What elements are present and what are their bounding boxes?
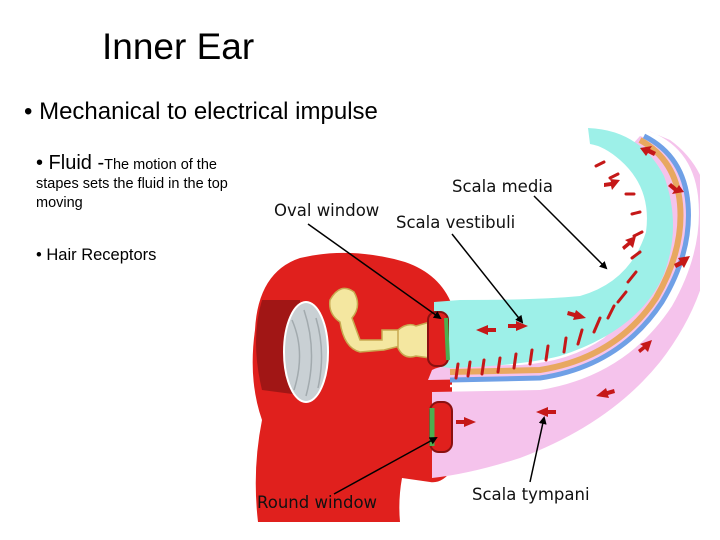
stapes	[397, 321, 431, 359]
inner-ear-diagram: Scala media Oval window Scala vestibuli …	[252, 128, 700, 522]
sub-bullet-fluid: • Fluid -The motion of the stapes sets t…	[36, 152, 246, 213]
sub-bullet-fluid-lead: • Fluid -	[36, 152, 105, 174]
callout-lines	[307, 195, 608, 495]
fluid-arrows-tympani	[456, 146, 690, 427]
label-round-window: Round window	[257, 493, 377, 512]
label-oval-window: Oval window	[274, 201, 379, 220]
label-scala-media: Scala media	[452, 177, 553, 196]
label-scala-vestibuli: Scala vestibuli	[396, 213, 515, 232]
ossicle-malleus-incus	[328, 287, 401, 353]
scala-tympani-lower	[432, 130, 700, 478]
sub-bullet-fluid-text: The motion of the stapes sets the fluid …	[36, 157, 228, 211]
sub-bullet-hair-receptors: • Hair Receptors	[36, 246, 157, 264]
cochlear-duct	[449, 137, 684, 375]
label-scala-tympani: Scala tympani	[472, 485, 590, 504]
slide-title: Inner Ear	[102, 26, 255, 67]
hair-receptors	[454, 160, 644, 380]
bullet-mechanical-to-electrical: • Mechanical to electrical impulse	[24, 98, 378, 125]
fluid-arrows-vestibuli	[476, 179, 636, 335]
